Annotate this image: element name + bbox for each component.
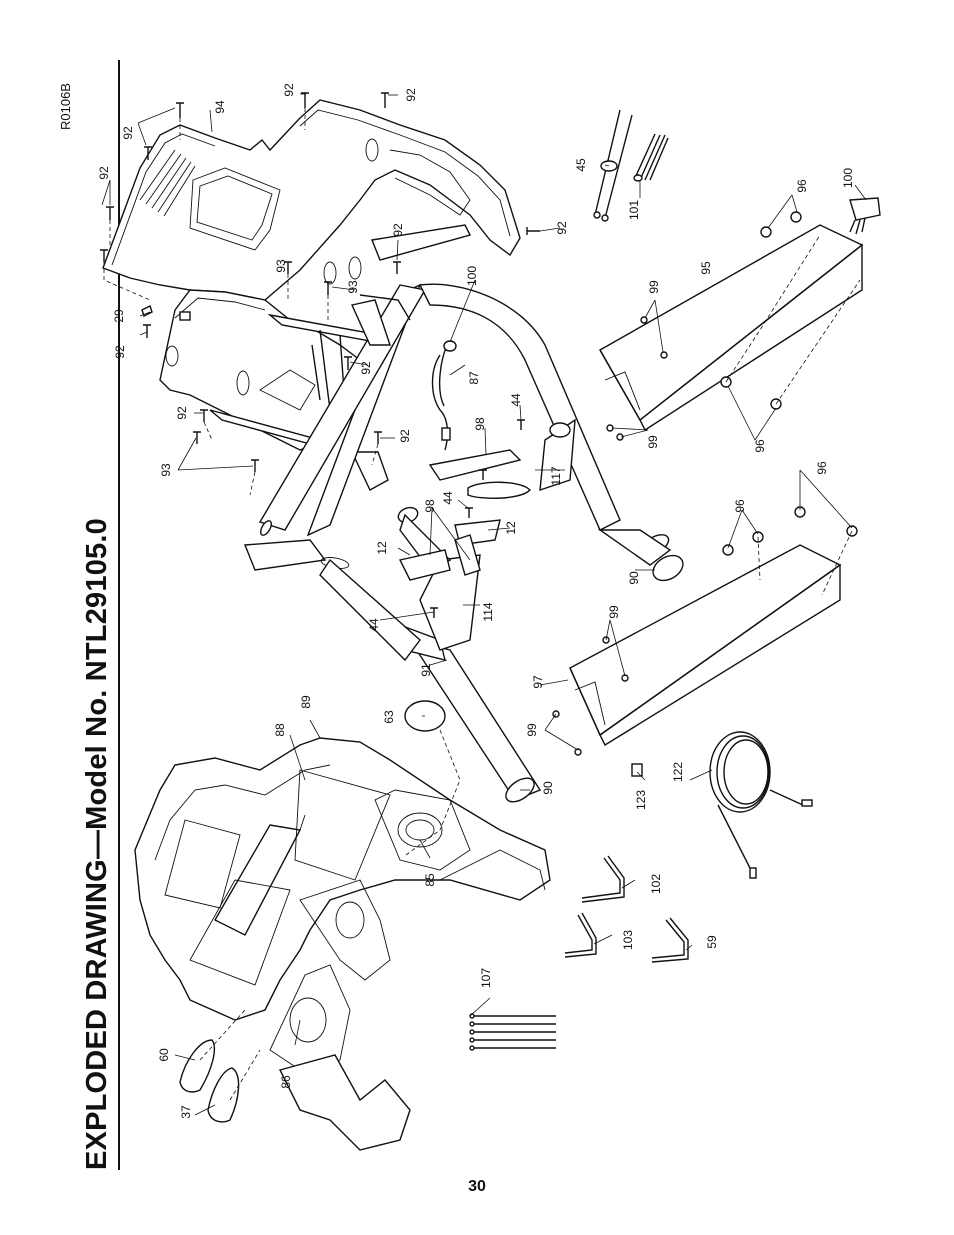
callout-99: 99 [646,435,660,449]
callout-92: 92 [97,166,111,180]
callout-103: 103 [621,930,635,950]
callout-98: 98 [473,417,487,431]
callout-87: 87 [467,371,481,385]
callout-92: 92 [391,223,405,237]
callout-12: 12 [375,541,389,555]
callout-90: 90 [541,781,555,795]
callout-123: 123 [634,790,648,810]
callout-102: 102 [649,874,663,894]
callout-101: 101 [627,200,641,220]
callout-93: 93 [159,463,173,477]
callout-100: 100 [841,168,855,188]
callout-91: 91 [419,663,433,677]
callout-92: 92 [175,406,189,420]
callout-37: 37 [179,1105,193,1119]
upright-frame [243,283,684,582]
callout-96: 96 [795,179,809,193]
callout-99: 99 [607,605,621,619]
fasteners [100,92,858,756]
callout-122: 122 [671,762,685,782]
callout-44: 44 [367,618,381,632]
lower-console-shroud [159,289,381,451]
callout-63: 63 [382,710,396,724]
frame-rail-95 [599,197,881,432]
callout-numbers: 92 94 92 92 92 45 101 100 96 92 92 93 10… [97,83,855,1119]
callout-88: 88 [273,723,287,737]
handle-grips [397,418,576,651]
alignment-lines [103,108,861,1101]
callout-96: 96 [815,461,829,475]
callout-117: 117 [549,466,563,485]
callout-114: 114 [481,602,495,621]
callout-95: 95 [699,261,713,275]
callout-90: 90 [627,571,641,585]
callout-92: 92 [282,83,296,97]
frame-rail-97 [569,544,842,746]
callout-45: 45 [574,158,588,172]
lower-tube [319,558,542,803]
callout-100: 100 [465,266,479,286]
leader-lines [101,93,867,1116]
callout-44: 44 [509,393,523,407]
callout-60: 60 [157,1048,171,1062]
callout-86: 86 [279,1075,293,1089]
upper-console-shroud [102,99,521,301]
callout-92: 92 [404,88,418,102]
cable-ties [469,1013,556,1051]
callout-97: 97 [531,675,545,689]
callout-85: 85 [423,873,437,887]
callout-99: 99 [647,280,661,294]
callout-92: 92 [359,361,373,375]
callout-92: 92 [113,345,127,359]
callout-96: 96 [733,499,747,513]
page-number: 30 [468,1178,486,1195]
callout-12: 12 [504,521,518,535]
pulse-wire [351,224,472,451]
callout-107: 107 [479,968,493,988]
allen-wrenches [564,855,689,963]
callout-96: 96 [753,439,767,453]
callout-29: 29 [112,309,126,323]
callout-44: 44 [441,491,455,505]
callout-59: 59 [705,935,719,949]
callout-89: 89 [299,695,313,709]
cable-coil [631,731,813,879]
callout-92: 92 [398,429,412,443]
console-base [134,737,551,1151]
callout-99: 99 [525,723,539,737]
callout-93: 93 [346,280,360,294]
callout-93: 93 [274,259,288,273]
callout-98: 98 [423,499,437,513]
foot-pads [179,1039,240,1123]
callout-92: 92 [555,221,569,235]
callout-92: 92 [121,126,135,140]
wire-harness [593,109,669,222]
callout-94: 94 [213,100,227,114]
